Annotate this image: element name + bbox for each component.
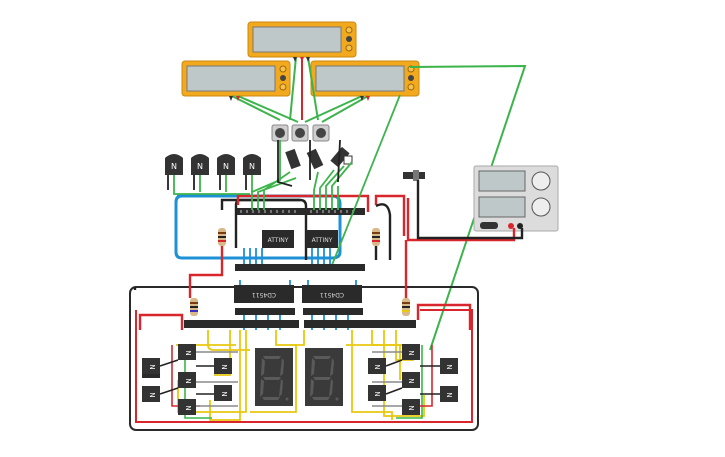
probe-tips — [229, 57, 370, 101]
transistor-b9: N — [368, 385, 386, 401]
power-supply[interactable] — [473, 165, 559, 232]
transistor-t1: N — [165, 154, 183, 175]
transistor-b11: N — [402, 372, 420, 388]
svg-text:N: N — [407, 378, 415, 383]
ic-cd4511-left[interactable]: CD4511 — [234, 285, 294, 303]
transistor-b14: N — [440, 386, 458, 402]
transistor-b13: N — [440, 358, 458, 374]
transistor-top-row: N N N N — [165, 154, 261, 175]
svg-text:N: N — [407, 405, 415, 410]
svg-text:ATTINY: ATTINY — [312, 237, 333, 244]
transistor-b3: N — [178, 344, 196, 360]
pushbutton-1[interactable] — [271, 124, 289, 142]
transistor-b4: N — [178, 372, 196, 388]
transistor-b2: N — [142, 386, 160, 402]
svg-text:N: N — [185, 378, 193, 383]
transistor-bottom-right-group: N N N N N N N — [368, 344, 458, 415]
resistor-left-mid — [190, 298, 198, 316]
svg-text:N: N — [221, 364, 229, 369]
svg-text:N: N — [171, 162, 177, 171]
transistor-b5: N — [178, 399, 196, 415]
svg-text:ATTINY: ATTINY — [268, 237, 289, 244]
svg-text:N: N — [197, 162, 203, 171]
seven-segment-display-left — [255, 348, 293, 406]
svg-text:N: N — [221, 391, 229, 396]
multimeter-top[interactable] — [247, 21, 357, 58]
transistor-b7: N — [214, 385, 232, 401]
transistor-bottom-left-group: N N N N N N N — [142, 344, 232, 415]
ic-attiny-left[interactable]: ATTINY — [262, 230, 294, 248]
bus-wires — [133, 180, 524, 330]
transistor-b8: N — [368, 358, 386, 374]
probe-clips — [285, 146, 353, 170]
transistor-b1: N — [142, 358, 160, 378]
svg-text:N: N — [373, 364, 381, 369]
breadboard-lower-rails — [184, 320, 416, 328]
transistor-b6: N — [214, 358, 232, 374]
svg-text:N: N — [185, 405, 193, 410]
svg-text:N: N — [445, 392, 453, 397]
pushbutton-3[interactable] — [312, 124, 330, 142]
multimeter-right[interactable] — [310, 60, 420, 97]
ic-attiny-right[interactable]: ATTINY — [306, 230, 338, 248]
black-wires-top — [167, 139, 341, 190]
svg-text:CD4511: CD4511 — [320, 291, 344, 298]
meter-probe-wires — [231, 56, 527, 351]
seven-segment-display-right — [305, 348, 343, 406]
transistor-t2: N — [191, 154, 209, 175]
resistor-left-top — [218, 228, 226, 246]
slide-switch[interactable] — [403, 170, 425, 181]
ic-cd4511-right[interactable]: CD4511 — [302, 285, 362, 303]
svg-text:N: N — [149, 392, 157, 397]
segment-wires-red — [171, 345, 433, 407]
transistor-t3: N — [217, 154, 235, 175]
svg-text:N: N — [445, 364, 453, 369]
svg-text:N: N — [185, 350, 193, 355]
transistor-t4: N — [243, 154, 261, 175]
segment-wires-green — [184, 345, 423, 419]
svg-text:N: N — [223, 162, 229, 171]
svg-text:CD4511: CD4511 — [252, 291, 276, 298]
transistor-b10: N — [402, 344, 420, 360]
breadboard-mid-rails — [235, 264, 363, 315]
pushbutton-2[interactable] — [291, 124, 309, 142]
svg-text:N: N — [407, 350, 415, 355]
signal-wires-green — [173, 94, 401, 271]
svg-text:N: N — [249, 162, 255, 171]
ground-loops — [159, 359, 440, 395]
transistor-b12: N — [402, 399, 420, 415]
svg-text:N: N — [373, 391, 381, 396]
resistor-right-mid — [402, 298, 410, 316]
svg-text:N: N — [149, 364, 157, 369]
multimeter-left[interactable] — [181, 60, 291, 97]
outer-red-loop — [135, 309, 473, 423]
resistor-right-top — [372, 228, 380, 246]
